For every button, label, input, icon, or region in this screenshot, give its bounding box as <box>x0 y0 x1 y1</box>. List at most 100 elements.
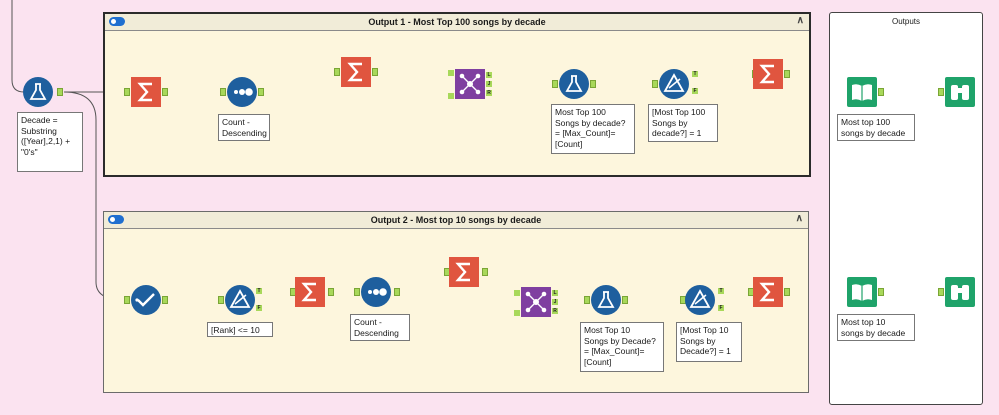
binoculars-icon <box>945 77 975 107</box>
filter-tool[interactable] <box>658 68 690 100</box>
filter-triangle-icon <box>659 69 689 99</box>
join-anchor-left[interactable] <box>514 290 520 296</box>
filter-tool[interactable] <box>684 284 716 316</box>
join-anchor-right[interactable] <box>514 310 520 316</box>
browse-tool[interactable] <box>944 76 976 108</box>
input-anchor[interactable] <box>652 80 658 88</box>
output-anchor[interactable] <box>372 68 378 76</box>
annotation-filter: [Most Top 100 Songs by decade?] = 1 <box>648 104 718 142</box>
container-title: Output 2 - Most top 10 songs by decade <box>370 215 542 225</box>
filter-true-anchor[interactable]: T <box>692 71 698 77</box>
output-anchor[interactable] <box>590 80 596 88</box>
input-anchor[interactable] <box>124 88 130 96</box>
annotation-filter: [Most Top 10 Songs by Decade?] = 1 <box>676 322 742 362</box>
sort-dots-icon <box>361 277 391 307</box>
summarize-tool[interactable] <box>752 276 784 308</box>
container-toggle[interactable] <box>108 215 124 224</box>
input-anchor[interactable] <box>938 88 944 96</box>
output-anchor[interactable] <box>482 268 488 276</box>
output-anchor[interactable] <box>258 88 264 96</box>
join-output-l[interactable]: L <box>486 72 492 78</box>
input-anchor[interactable] <box>354 288 360 296</box>
summarize-tool[interactable] <box>752 58 784 90</box>
select-check-icon <box>131 285 161 315</box>
output-anchor[interactable] <box>394 288 400 296</box>
filter-true-anchor[interactable]: T <box>718 288 724 294</box>
summarize-tool[interactable] <box>340 56 372 88</box>
output-anchor[interactable] <box>784 70 790 78</box>
input-anchor[interactable] <box>220 88 226 96</box>
output-book-tool[interactable] <box>846 76 878 108</box>
annotation-rank-filter: [Rank] <= 10 <box>207 322 273 337</box>
container-header[interactable]: Output 1 - Most Top 100 songs by decade … <box>105 14 809 31</box>
output-anchor[interactable] <box>784 288 790 296</box>
input-anchor[interactable] <box>218 296 224 304</box>
annotation-sort: Count - Descending <box>350 314 410 341</box>
collapse-chevron-icon[interactable]: ∧ <box>796 15 804 26</box>
formula-flask-icon <box>559 69 589 99</box>
input-anchor[interactable] <box>124 296 130 304</box>
join-output-j[interactable]: J <box>552 299 558 305</box>
output-anchor[interactable] <box>162 88 168 96</box>
sort-tool[interactable] <box>226 76 258 108</box>
outputs-container[interactable]: Outputs <box>829 12 983 405</box>
formula-flask-icon <box>591 285 621 315</box>
output-anchor[interactable] <box>878 288 884 296</box>
join-tool[interactable] <box>520 286 552 318</box>
input-anchor[interactable] <box>552 80 558 88</box>
container-title: Output 1 - Most Top 100 songs by decade <box>368 17 546 27</box>
output-anchor[interactable] <box>328 288 334 296</box>
formula-tool[interactable] <box>590 284 622 316</box>
annotation-sort: Count - Descending <box>218 114 270 141</box>
output-anchor[interactable] <box>878 88 884 96</box>
summarize-sigma-icon <box>449 257 479 287</box>
summarize-sigma-icon <box>753 277 783 307</box>
book-icon <box>847 77 877 107</box>
output-anchor[interactable] <box>622 296 628 304</box>
annotation-output-10: Most top 10 songs by decade <box>837 314 915 341</box>
formula-tool[interactable] <box>22 76 54 108</box>
join-output-l[interactable]: L <box>552 290 558 296</box>
summarize-sigma-icon <box>341 57 371 87</box>
output-anchor[interactable] <box>162 296 168 304</box>
join-tool[interactable] <box>454 68 486 100</box>
outputs-title: Outputs <box>891 17 920 26</box>
select-tool[interactable] <box>130 284 162 316</box>
container-toggle[interactable] <box>109 17 125 26</box>
summarize-sigma-icon <box>295 277 325 307</box>
container-header[interactable]: Output 2 - Most top 10 songs by decade ∧ <box>104 212 808 229</box>
output-anchor[interactable] <box>57 88 63 96</box>
summarize-tool[interactable] <box>130 76 162 108</box>
summarize-tool[interactable] <box>294 276 326 308</box>
input-anchor[interactable] <box>334 68 340 76</box>
summarize-sigma-icon <box>131 77 161 107</box>
filter-false-anchor[interactable]: F <box>692 88 698 94</box>
summarize-tool[interactable] <box>448 256 480 288</box>
output-book-tool[interactable] <box>846 276 878 308</box>
formula-tool[interactable] <box>558 68 590 100</box>
input-anchor[interactable] <box>938 288 944 296</box>
filter-false-anchor[interactable]: F <box>256 305 262 311</box>
formula-flask-icon <box>23 77 53 107</box>
binoculars-icon <box>945 277 975 307</box>
filter-true-anchor[interactable]: T <box>256 288 262 294</box>
join-anchor-right[interactable] <box>448 93 454 99</box>
sort-tool[interactable] <box>360 276 392 308</box>
annotation-decade: Decade = Substring ([Year],2,1) + "0's" <box>17 112 83 172</box>
filter-false-anchor[interactable]: F <box>718 305 724 311</box>
sort-dots-icon <box>227 77 257 107</box>
collapse-chevron-icon[interactable]: ∧ <box>795 213 803 224</box>
filter-triangle-icon <box>685 285 715 315</box>
join-output-r[interactable]: R <box>552 308 558 314</box>
join-output-j[interactable]: J <box>486 81 492 87</box>
annotation-output-100: Most top 100 songs by decade <box>837 114 915 141</box>
join-anchor-left[interactable] <box>448 70 454 76</box>
join-output-r[interactable]: R <box>486 90 492 96</box>
book-icon <box>847 277 877 307</box>
summarize-sigma-icon <box>753 59 783 89</box>
join-icon <box>521 287 551 317</box>
filter-tool[interactable] <box>224 284 256 316</box>
annotation-formula: Most Top 100 Songs by decade? = [Max_Cou… <box>551 104 635 154</box>
input-anchor[interactable] <box>584 296 590 304</box>
browse-tool[interactable] <box>944 276 976 308</box>
